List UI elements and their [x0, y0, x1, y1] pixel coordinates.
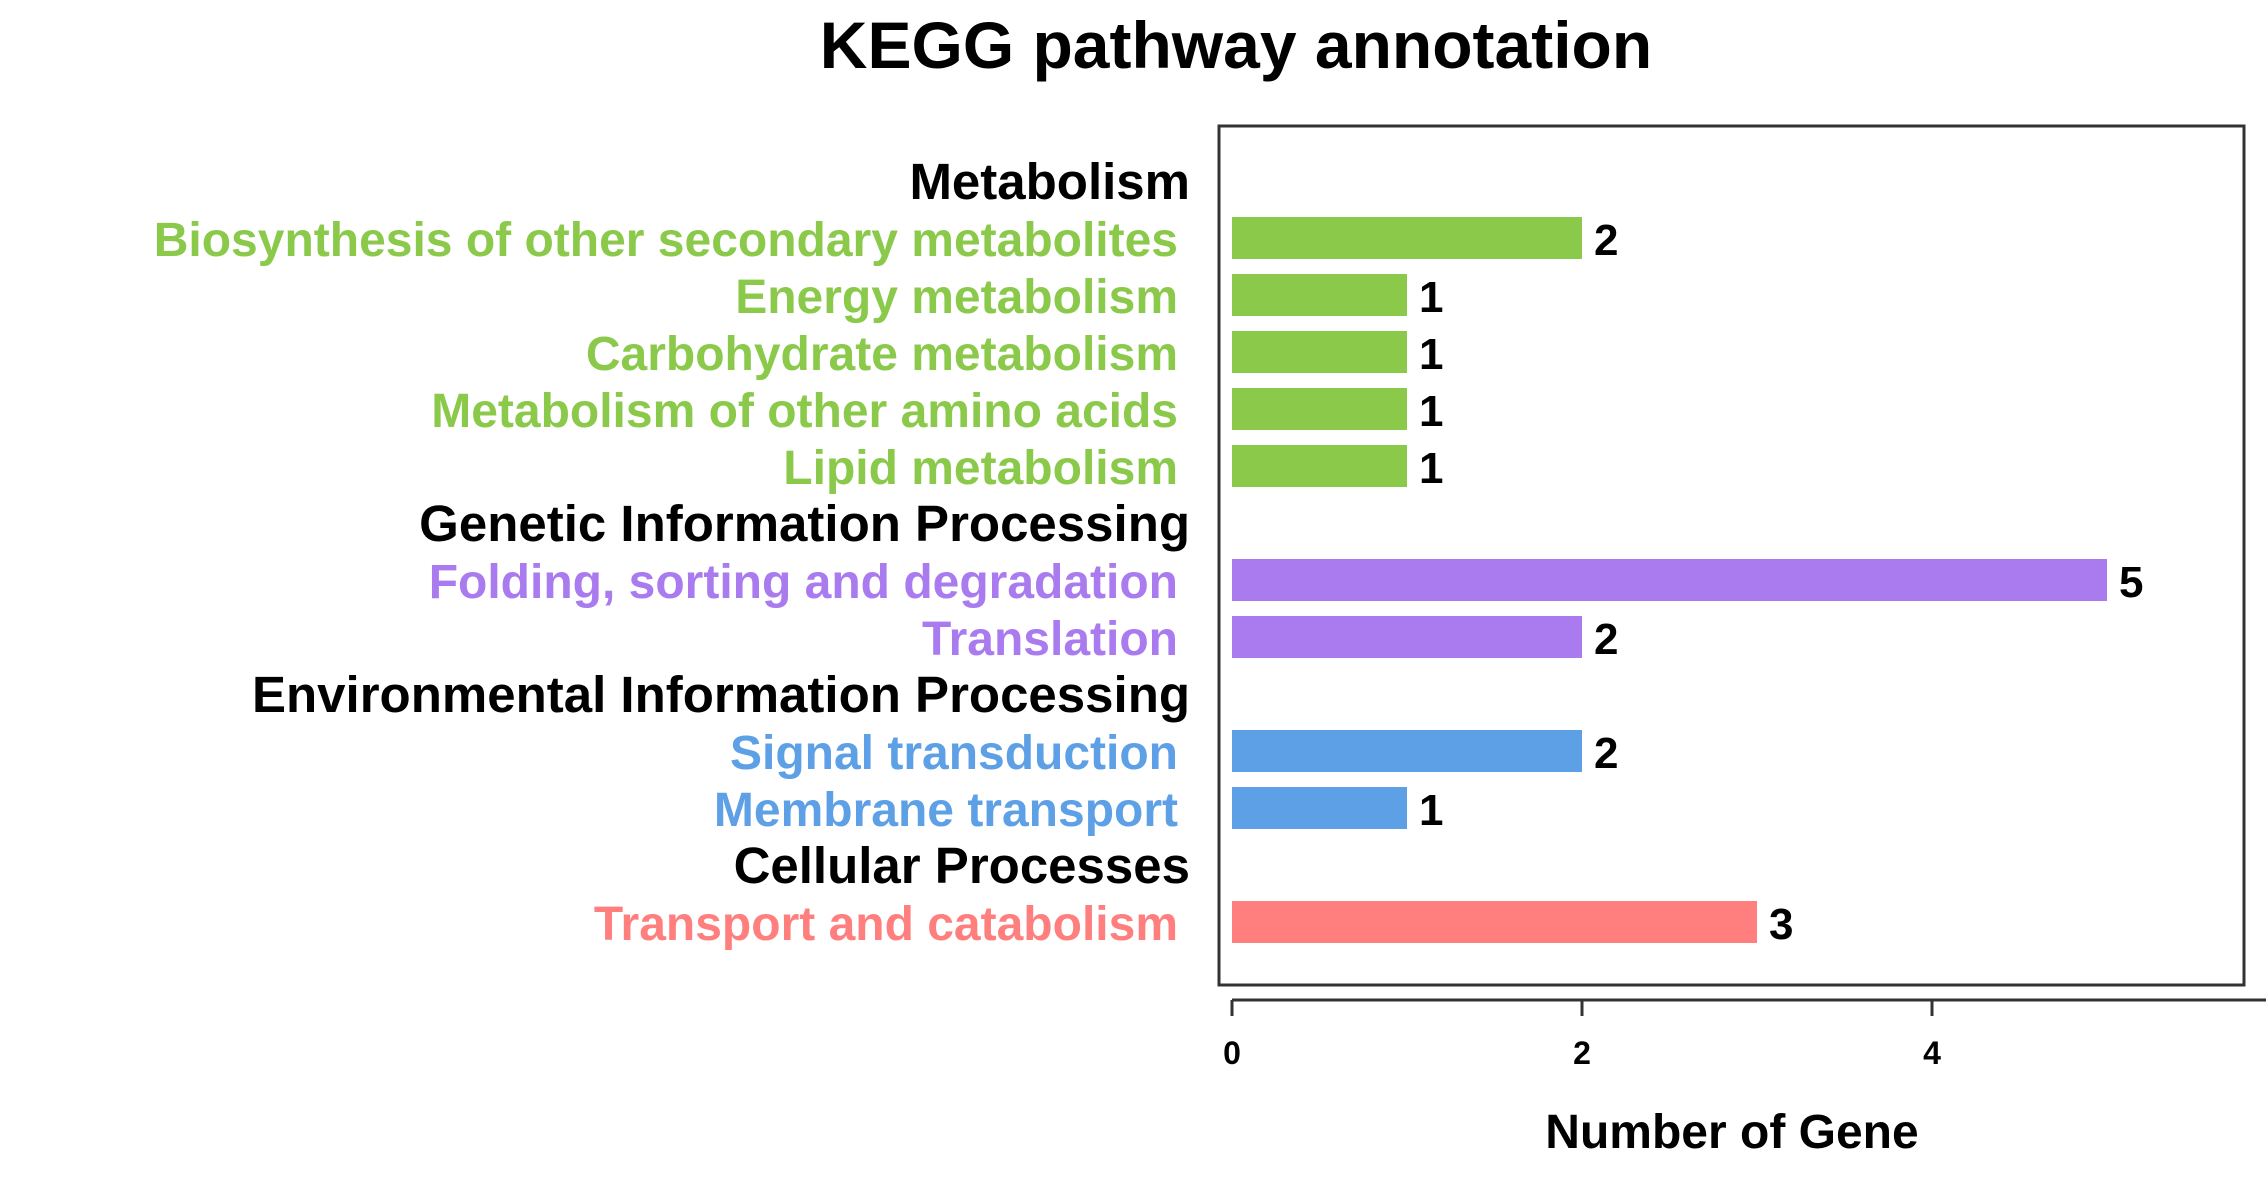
category-label: Biosynthesis of other secondary metaboli… — [154, 214, 1178, 267]
category-label: Translation — [922, 613, 1178, 666]
bar — [1232, 331, 1407, 373]
x-tick-label: 0 — [1223, 1035, 1241, 1071]
category-label: Lipid metabolism — [783, 442, 1178, 495]
data-label: 1 — [1419, 387, 1443, 436]
data-label: 5 — [2119, 558, 2143, 607]
x-tick-label: 2 — [1573, 1035, 1591, 1071]
bar — [1232, 787, 1407, 829]
category-label: Metabolism of other amino acids — [431, 385, 1178, 438]
plot-frame — [1217, 124, 2246, 987]
bar — [1232, 445, 1407, 487]
bar — [1232, 274, 1407, 316]
data-label: 1 — [1419, 330, 1443, 379]
group-heading: Metabolism — [909, 153, 1190, 210]
bar — [1232, 616, 1582, 658]
bar — [1232, 217, 1582, 259]
category-label: Membrane transport — [714, 784, 1178, 837]
data-label: 2 — [1594, 216, 1618, 265]
data-label: 2 — [1594, 615, 1618, 664]
bar — [1232, 901, 1757, 943]
x-axis: 0246810 — [1223, 998, 2266, 1071]
category-label: Signal transduction — [730, 727, 1178, 780]
group-heading: Cellular Processes — [734, 837, 1190, 894]
category-label: Folding, sorting and degradation — [429, 556, 1178, 609]
data-label: 1 — [1419, 786, 1443, 835]
bars-layer: 2 1 1 1 1 5 2 2 1 3 — [1232, 216, 2143, 949]
bar — [1232, 559, 2107, 601]
category-label: Energy metabolism — [735, 271, 1178, 324]
data-label: 1 — [1419, 444, 1443, 493]
category-label: Transport and catabolism — [594, 898, 1178, 951]
data-label: 2 — [1594, 729, 1618, 778]
bar — [1232, 730, 1582, 772]
x-axis-label: Number of Gene — [1545, 1106, 1918, 1159]
category-label: Carbohydrate metabolism — [586, 328, 1178, 381]
x-tick-label: 4 — [1923, 1035, 1941, 1071]
group-heading: Genetic Information Processing — [419, 495, 1190, 552]
data-label: 1 — [1419, 273, 1443, 322]
data-label: 3 — [1769, 900, 1793, 949]
group-heading: Environmental Information Processing — [252, 666, 1190, 723]
bar — [1232, 388, 1407, 430]
chart-title: KEGG pathway annotation — [820, 8, 1652, 82]
